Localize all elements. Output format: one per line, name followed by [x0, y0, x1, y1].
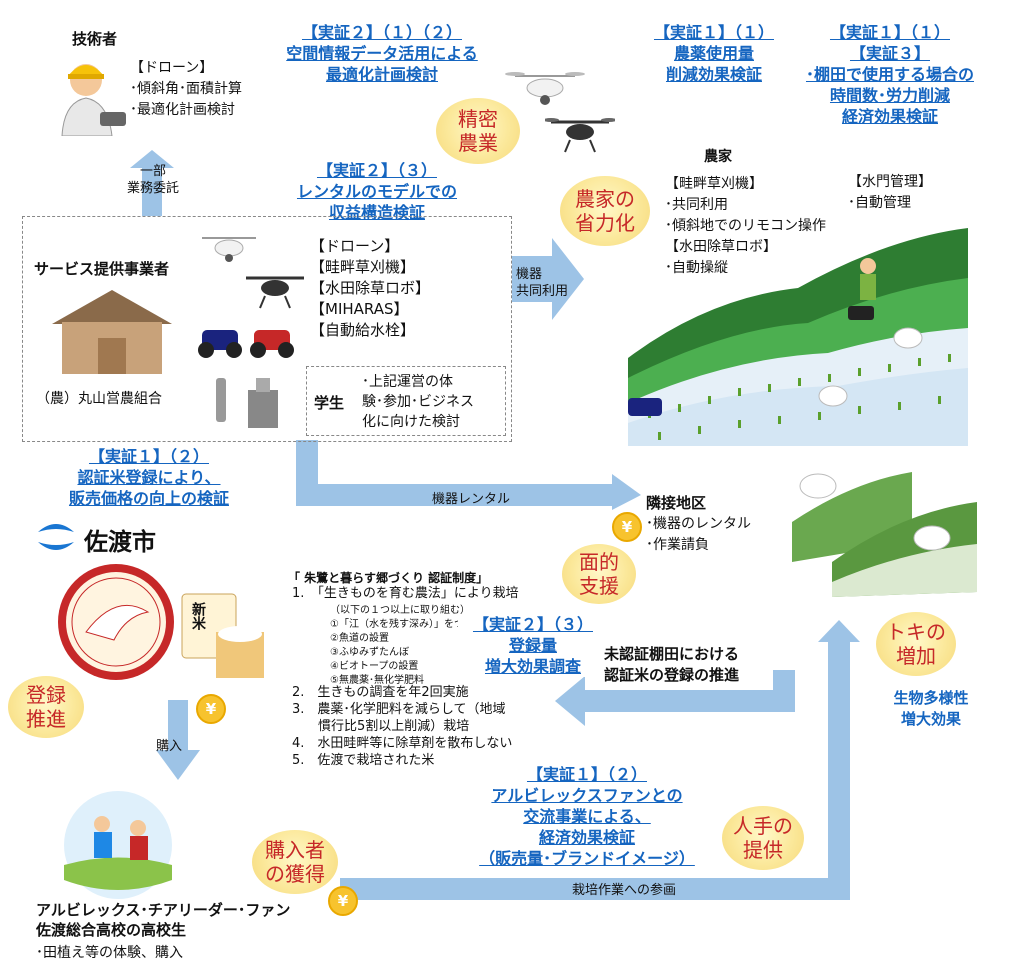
certification-seal [58, 564, 174, 680]
arrow-label-purchase: 購入 [156, 739, 183, 754]
provider-equipment-list: 【ドローン】【畦畔草刈機】 【水田除草ロボ】【MIHARAS】 【自動給水栓】 [310, 237, 431, 339]
bubble-registration-promotion: 登録推進 [8, 676, 84, 738]
bottom-left-activity: ･田植え等の体験、購入 [36, 945, 183, 961]
arrow-left-registration [555, 670, 795, 726]
arrow-down-purchase [156, 700, 200, 780]
provider-drone-icon [202, 237, 256, 262]
provider-mower-icon [246, 276, 304, 309]
ibis-terrace-illustration [792, 472, 977, 597]
yen-icon-buyers: ¥ [328, 886, 358, 916]
jisho2-3-registration-label: 【実証２】（３）登録量増大効果調査 [458, 614, 608, 677]
water-valve-icon [216, 378, 278, 428]
city-name: 佐渡市 [84, 528, 156, 556]
arrow-label-rental: 機器レンタル [432, 492, 511, 507]
arrow-label-shared-use: 機器共同利用 [516, 267, 569, 299]
drone-black-icon [545, 118, 615, 153]
biodiversity-effect: 生物多様性増大効果 [893, 689, 969, 728]
rice-bag-label: 新米 [190, 602, 206, 630]
drone-white-icon [505, 72, 585, 105]
bubble-labor-saving: 農家の省力化 [560, 176, 650, 246]
service-provider-box [22, 216, 512, 442]
arrow-up-outsourcing [130, 150, 174, 216]
bubble-manpower: 人手の提供 [722, 806, 804, 870]
terraced-field-illustration [628, 228, 968, 446]
bubble-ibis-increase: トキの増加 [876, 612, 956, 676]
neighbor-title: 隣接地区 [646, 494, 707, 512]
farmer-items-left: 【畦畔草刈機】･共同利用･傾斜地でのリモコン操作 【水田除草ロボ】･自動操縦 [665, 176, 826, 276]
jisho2-1-2-label: 【実証２】（１）（２）空間情報データ活用による最適化計画検討 [286, 23, 478, 84]
yen-icon-neighbor: ¥ [612, 512, 642, 542]
engineer-items: 【ドローン】 ･傾斜角･面積計算 ･最適化計画検討 [130, 60, 242, 118]
bubble-precision-agriculture: 精密農業 [436, 98, 520, 164]
arrow-label-outsourcing: 一部業務委託 [126, 164, 179, 196]
arrow-participation [340, 620, 860, 900]
student-text: ･上記運営の体験･参加･ビジネス化に向けた検討 [362, 374, 474, 430]
rice-planting-illustration [64, 791, 172, 899]
arrow-rental [296, 440, 641, 510]
engineer-title: 技術者 [72, 30, 118, 48]
farmer-items-right: 【水門管理】･自動管理 [848, 174, 932, 211]
uncertified-promotion: 未認証棚田における認証米の登録の推進 [604, 645, 740, 684]
certification-title: 「 朱鷺と暮らす郷づくり 認証制度」 [288, 571, 489, 585]
provider-title: サービス提供事業者 [34, 260, 170, 278]
bottom-left-participants: アルビレックス･チアリーダー･ファン 佐渡総合高校の高校生 [36, 901, 291, 939]
jisho1-1-pesticide-label: 【実証１】（１）農薬使用量削減効果検証 [653, 23, 774, 84]
bubble-buyers: 購入者の獲得 [252, 830, 338, 894]
weeding-robot-icon [198, 330, 294, 358]
student-box [306, 366, 506, 436]
arrow-label-participation: 栽培作業への参画 [572, 883, 677, 898]
student-label: 学生 [314, 394, 345, 412]
engineer-figure-icon [61, 64, 126, 136]
yen-icon-purchase: ¥ [196, 694, 226, 724]
jisho1-3-labor-label: 【実証１】（１）【実証３】･棚田で使用する場合の 時間数･労力削減経済効果検証 [805, 23, 974, 126]
jisho1-2-price-label: 【実証１】（２）認証米登録により、販売価格の向上の検証 [68, 447, 229, 508]
provider-org: （農）丸山営農組合 [36, 391, 162, 407]
sado-city-logo-icon [38, 524, 74, 550]
bubble-area-support: 面的支援 [562, 544, 636, 604]
jisho1-2-fan-exchange-label: 【実証１】（２）アルビレックスファンとの交流事業による、 経済効果検証（販売量･… [474, 764, 700, 869]
barn-icon [52, 290, 172, 374]
jisho2-3-rental-label: 【実証２】（３）レンタルのモデルでの収益構造検証 [296, 161, 457, 222]
arrow-right-shared-use [512, 238, 584, 320]
neighbor-items: ･機器のレンタル･作業請負 [646, 516, 751, 553]
certification-item1: 1. 「生きものを育む農法」により栽培 [292, 586, 519, 601]
rice-bag-icon [181, 593, 264, 678]
farmer-title: 農家 [704, 149, 732, 165]
